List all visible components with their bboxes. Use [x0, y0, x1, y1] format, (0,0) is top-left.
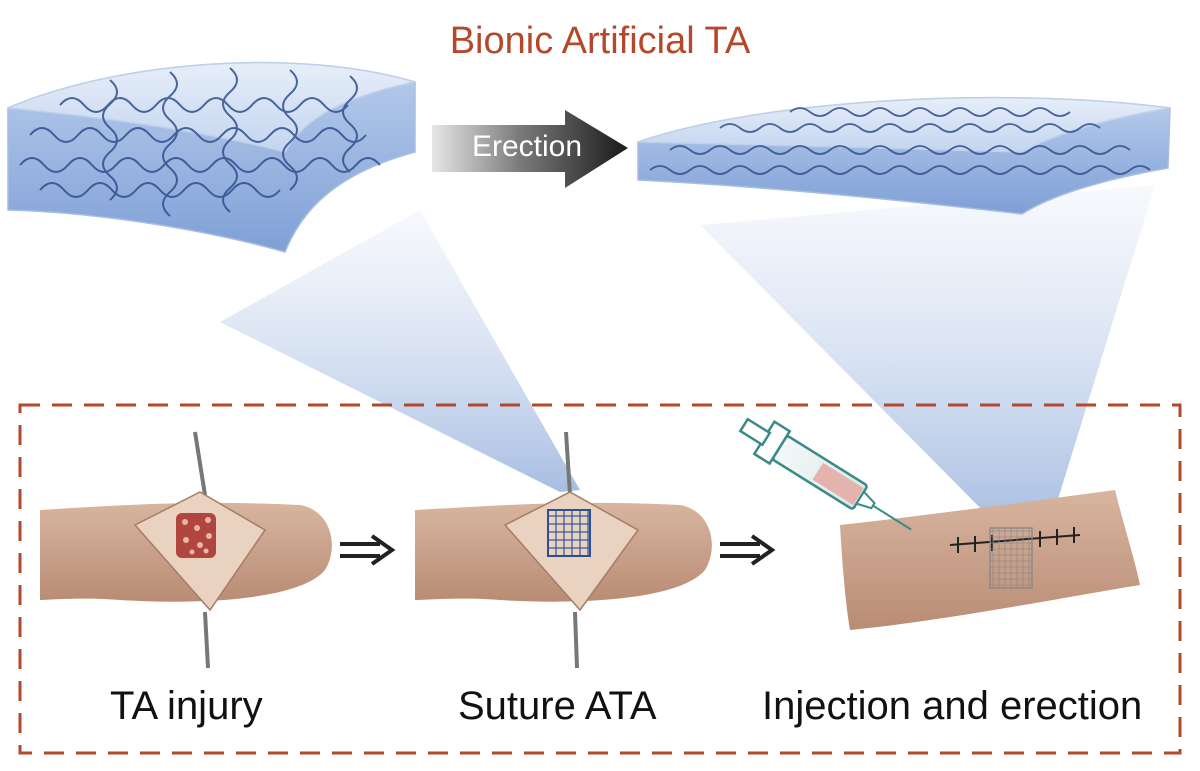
step-label-suture-ata: Suture ATA: [458, 684, 657, 728]
magnification-beam-right: [700, 185, 1155, 528]
tissue-erection: [840, 490, 1140, 630]
scaffold-relaxed: [7, 61, 416, 253]
magnification-beam-left: [220, 210, 580, 492]
step-label-injection-erection: Injection and erection: [762, 684, 1143, 728]
ata-patch: [547, 509, 591, 557]
erection-arrow: [432, 110, 628, 188]
dashed-frame: [18, 403, 1182, 755]
syringe-icon: [738, 417, 912, 531]
erection-label: Erection: [472, 130, 583, 163]
tissue-ta-injury: [40, 431, 332, 669]
implanted-ata: [989, 527, 1033, 589]
step-arrow-2: [720, 534, 776, 566]
figure-title: Bionic Artificial TA: [449, 20, 751, 62]
step-arrow-1: [340, 534, 396, 566]
scaffold-stretched: [637, 96, 1171, 215]
step-label-ta-injury: TA injury: [110, 684, 263, 728]
tissue-suture-ata: [415, 431, 712, 669]
